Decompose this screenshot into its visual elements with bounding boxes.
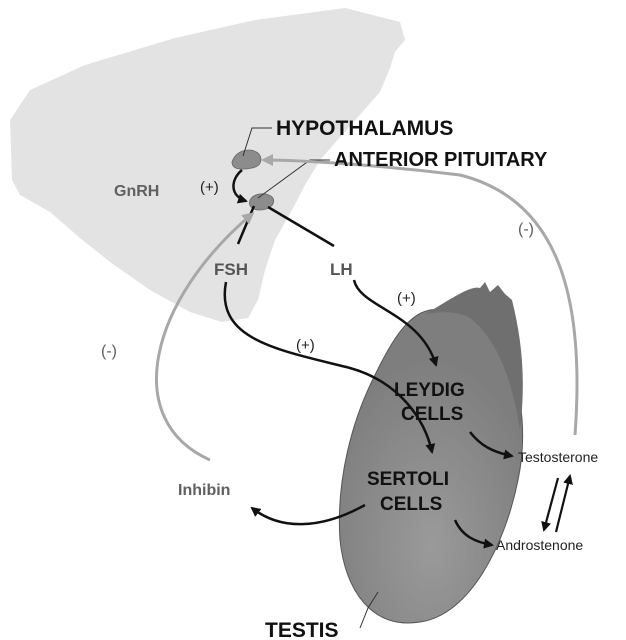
sertoli-label-line2: CELLS bbox=[380, 494, 442, 515]
androstenone-label: Androstenone bbox=[496, 537, 583, 553]
inhibin-feedback-sign: (-) bbox=[101, 343, 117, 360]
fsh-label: FSH bbox=[214, 260, 248, 279]
inhibin-label: Inhibin bbox=[178, 482, 230, 499]
fsh-sign: (+) bbox=[296, 337, 315, 354]
lh-sign: (+) bbox=[397, 290, 416, 307]
androstenone-to-testosterone-arrow bbox=[556, 476, 570, 532]
testosterone-feedback-sign: (-) bbox=[518, 221, 534, 238]
leydig-label-line1: LEYDIG bbox=[394, 380, 465, 401]
anterior-pituitary-label: ANTERIOR PITUITARY bbox=[334, 149, 548, 171]
lh-label: LH bbox=[330, 260, 353, 279]
testis-label: TESTIS bbox=[265, 619, 339, 640]
gnrh-sign: (+) bbox=[200, 179, 219, 196]
testosterone-label: Testosterone bbox=[518, 449, 598, 465]
sertoli-label-line1: SERTOLI bbox=[367, 469, 449, 490]
leydig-label-line2: CELLS bbox=[401, 404, 463, 425]
testosterone-to-androstenone-arrow bbox=[544, 478, 558, 530]
hypothalamus-label: HYPOTHALAMUS bbox=[276, 117, 453, 140]
testis-shape bbox=[339, 309, 522, 623]
gnrh-label: GnRH bbox=[114, 183, 159, 200]
